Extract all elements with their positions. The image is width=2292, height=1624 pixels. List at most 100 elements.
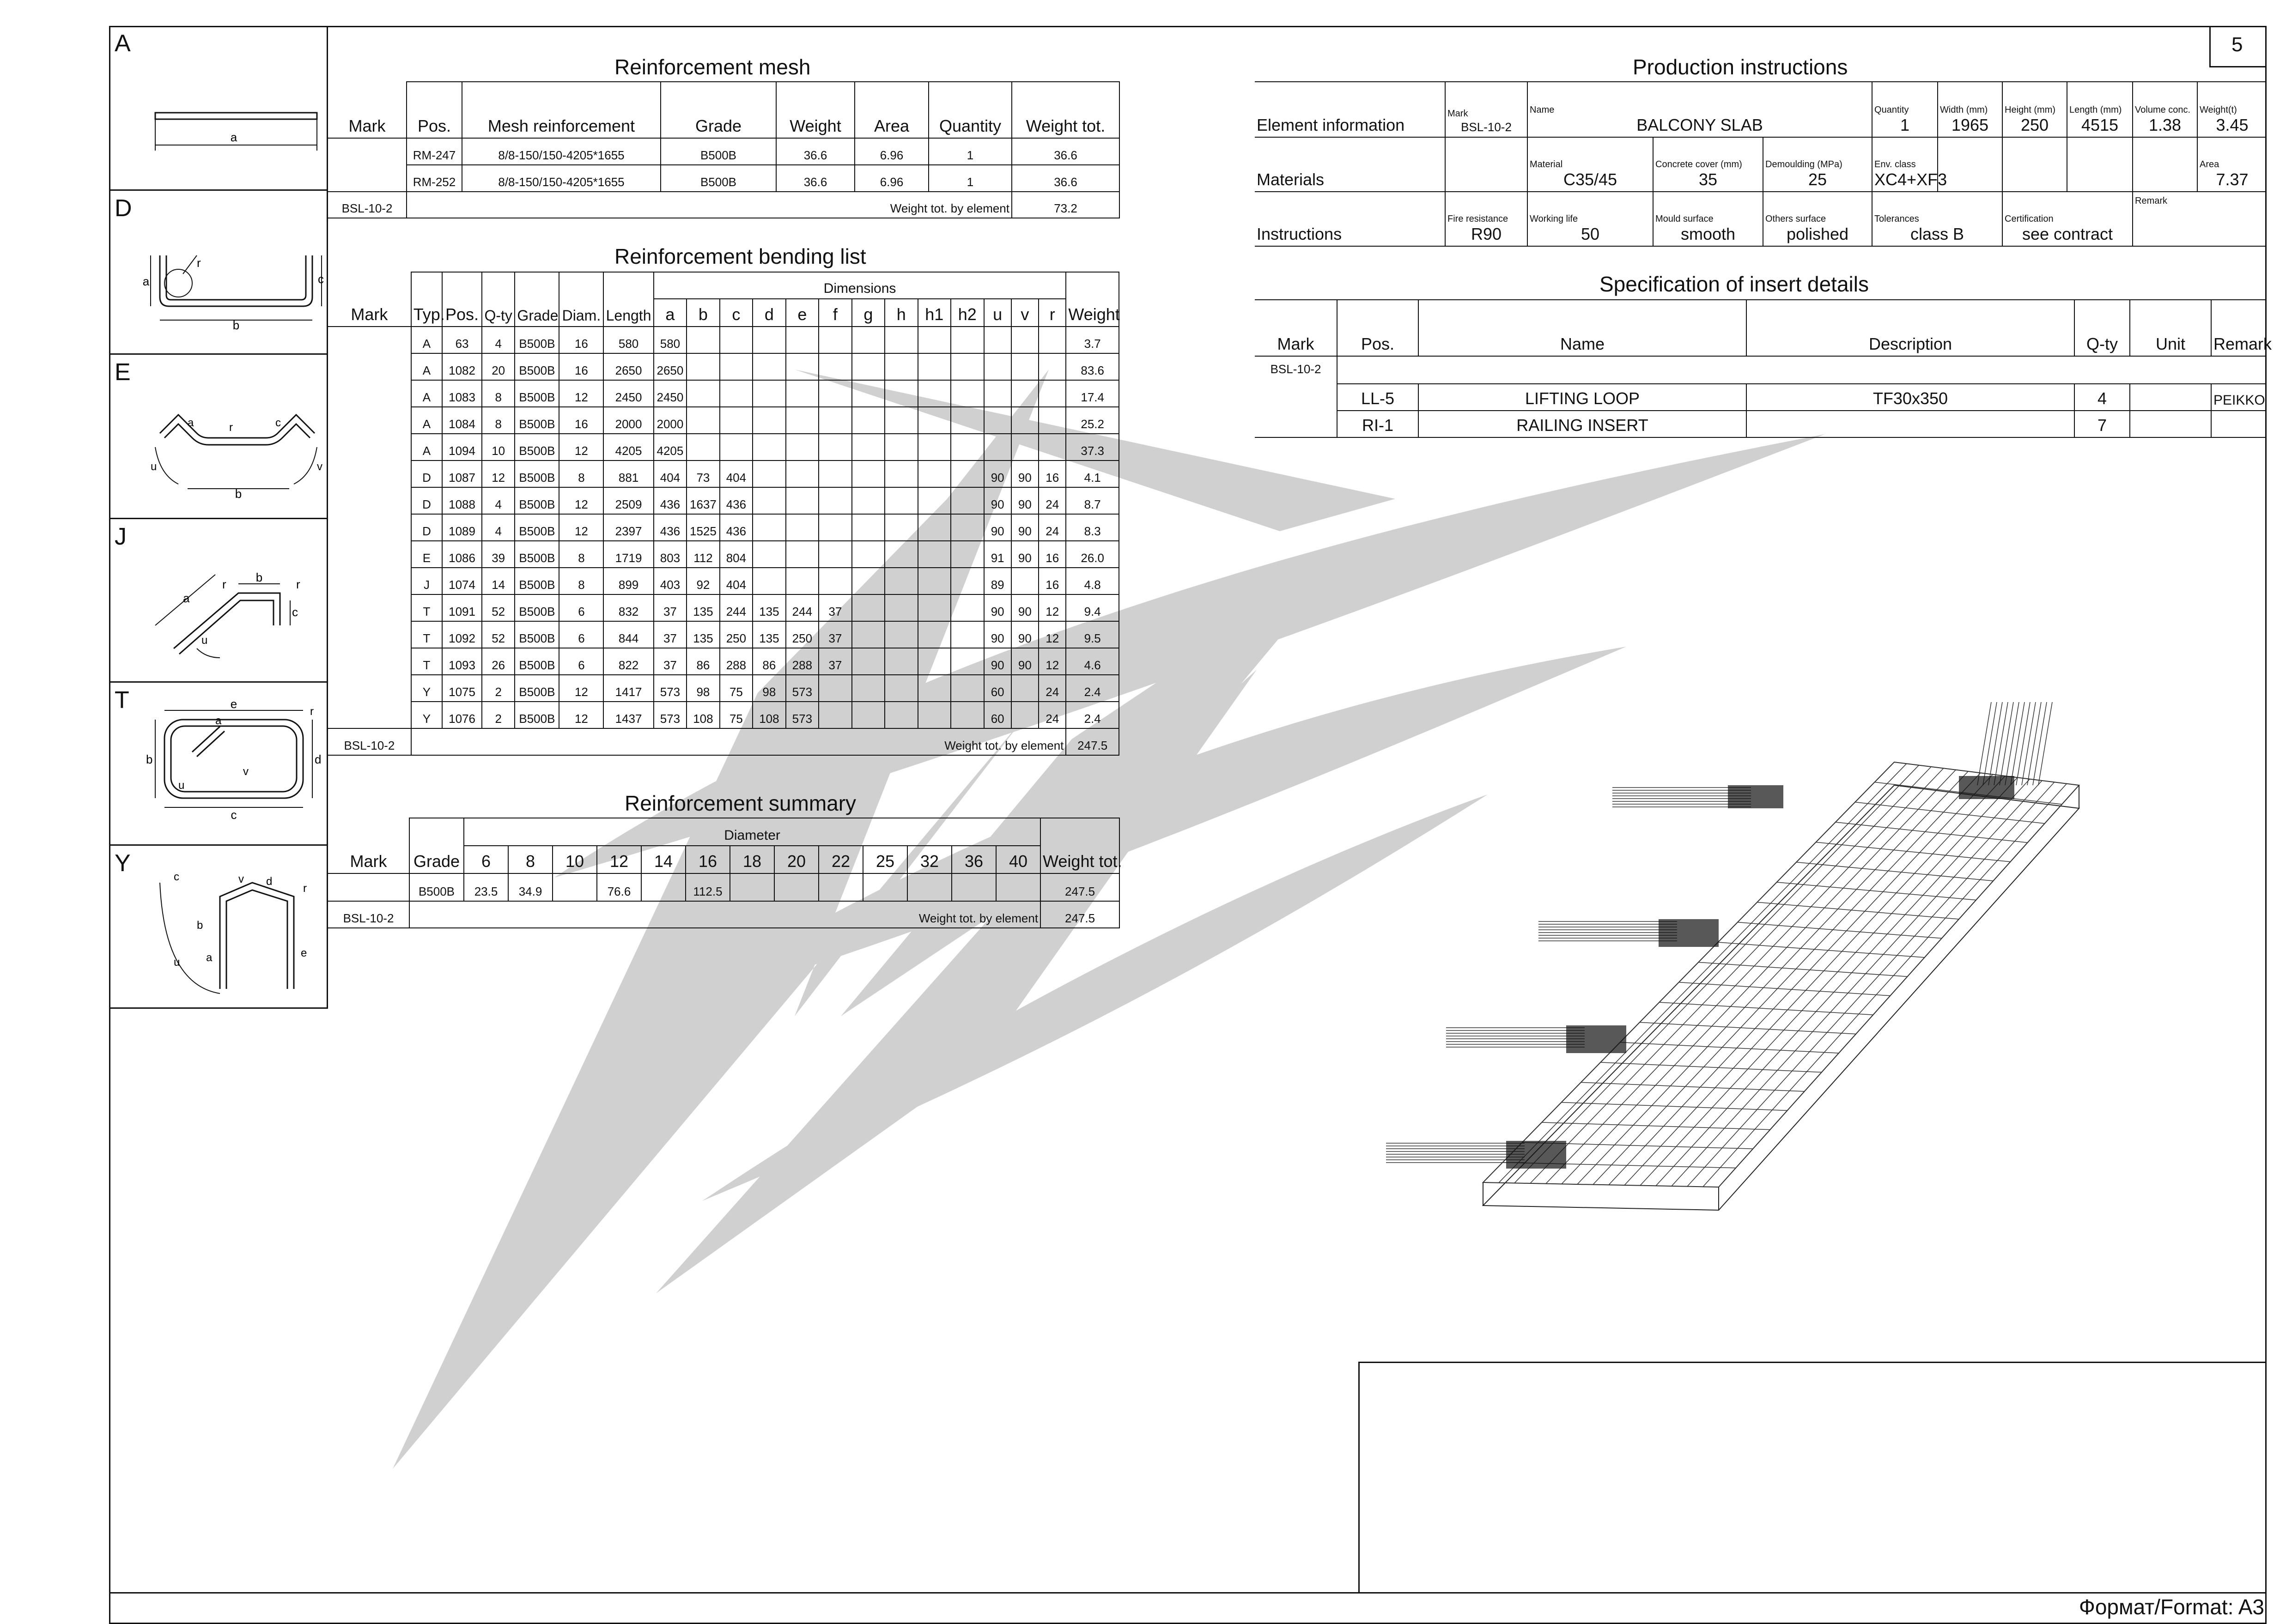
table-cell (950, 648, 985, 675)
bending-header-dim: a (653, 298, 687, 327)
sheet-frame (109, 26, 2267, 1624)
table-cell: 580 (603, 326, 654, 354)
svg-text:u: u (151, 461, 157, 473)
summary-value: 34.9 (508, 873, 553, 902)
bending-mark-blank (328, 434, 412, 461)
element-width: 1965 (1951, 115, 1989, 134)
table-cell (917, 674, 952, 702)
table-cell: 12 (559, 701, 604, 729)
svg-text:r: r (197, 256, 201, 270)
table-cell: 52 (481, 594, 516, 622)
element-info-label: Element information (1255, 81, 1446, 138)
table-cell (851, 406, 886, 434)
table-cell: 112 (686, 540, 720, 568)
inserts-header-pos: Pos. (1337, 299, 1419, 357)
table-cell (1010, 326, 1040, 354)
table-cell: 90 (1010, 514, 1040, 541)
mesh-table: Mark Pos. Mesh reinforcement Grade Weigh… (328, 81, 1120, 218)
table-cell (785, 326, 820, 354)
bending-mark-blank (328, 568, 412, 594)
table-cell (686, 380, 720, 407)
table-cell: 135 (752, 621, 786, 648)
table-cell (917, 460, 952, 488)
bending-total-label: Weight tot. by element (410, 728, 1067, 756)
table-cell (950, 567, 985, 595)
table-cell: 9.5 (1065, 621, 1119, 648)
table-cell (884, 460, 918, 488)
table-cell: 83.6 (1065, 353, 1119, 381)
bending-table: Mark Typ. Pos. Q-ty Grade Diam. Length D… (328, 272, 1120, 756)
svg-text:v: v (317, 461, 322, 473)
small-label: Weight(t) (2200, 105, 2237, 115)
svg-text:u: u (174, 956, 180, 969)
cover-value: 35 (1698, 170, 1718, 189)
table-cell: 403 (653, 567, 687, 595)
table-cell: 4 (481, 514, 516, 541)
table-cell (818, 567, 852, 595)
format-label: Формат/Format: A3 (2079, 1595, 2264, 1619)
mesh-total-label: Weight tot. by element (406, 191, 1012, 218)
table-cell: LL-5 (1337, 383, 1419, 411)
table-cell (752, 406, 786, 434)
reinforcement-3d-view (1386, 702, 2080, 1211)
table-cell: 12 (559, 674, 604, 702)
inserts-header-mark: Mark (1255, 299, 1338, 357)
bending-mark-blank (328, 487, 412, 514)
table-cell: B500B (514, 514, 560, 541)
table-cell: 1074 (442, 567, 482, 595)
table-cell: 60 (983, 674, 1012, 702)
table-cell: 12 (1038, 594, 1067, 622)
table-cell: 37 (653, 648, 687, 675)
table-cell: 8/8-150/150-4205*1655 (462, 164, 661, 192)
mesh-header-area: Area (854, 81, 929, 139)
table-cell: 1084 (442, 406, 482, 434)
table-cell: 1437 (603, 701, 654, 729)
shape-letter: A (115, 30, 131, 57)
table-cell (983, 406, 1012, 434)
table-cell: 90 (1010, 540, 1040, 568)
table-cell: RM-247 (406, 138, 462, 165)
table-cell (1010, 406, 1040, 434)
table-cell (884, 648, 918, 675)
table-cell (719, 353, 754, 381)
table-cell (917, 621, 952, 648)
table-cell (818, 487, 852, 515)
table-cell (785, 353, 820, 381)
table-cell: 1092 (442, 621, 482, 648)
summary-row-total: 247.5 (1040, 873, 1120, 902)
table-cell (785, 540, 820, 568)
table-cell: A (410, 326, 443, 354)
summary-diameter: 22 (818, 845, 863, 874)
table-cell: 1525 (686, 514, 720, 541)
table-cell: 244 (785, 594, 820, 622)
summary-diameter: 16 (685, 845, 730, 874)
table-cell (686, 326, 720, 354)
table-cell: 60 (983, 701, 1012, 729)
mesh-header-weight-tot: Weight tot. (1011, 81, 1120, 139)
table-cell: 2.4 (1065, 701, 1119, 729)
mesh-mark-blank (328, 138, 407, 165)
table-cell: 12 (481, 460, 516, 488)
table-cell: 250 (719, 621, 754, 648)
table-cell: 844 (603, 621, 654, 648)
bending-mark-blank (328, 380, 412, 407)
table-cell: 6 (559, 648, 604, 675)
svg-text:d: d (315, 752, 321, 766)
table-cell: 288 (785, 648, 820, 675)
element-quantity: 1 (1900, 115, 1910, 134)
table-cell: 75 (719, 701, 754, 729)
bending-header-dimensions: Dimensions (653, 272, 1067, 299)
table-cell (2129, 410, 2212, 438)
table-cell: 3.7 (1065, 326, 1119, 354)
summary-diameter: 10 (552, 845, 597, 874)
table-cell: 6 (559, 594, 604, 622)
mesh-title: Reinforcement mesh (614, 55, 811, 79)
table-cell (851, 621, 886, 648)
inserts-header-unit: Unit (2129, 299, 2212, 357)
shape-y-icon: c d b a e r u v (159, 871, 307, 994)
svg-text:a: a (183, 591, 190, 605)
table-cell (851, 701, 886, 729)
shape-d-icon: r a c b (143, 255, 324, 332)
summary-diameter: 6 (463, 845, 509, 874)
